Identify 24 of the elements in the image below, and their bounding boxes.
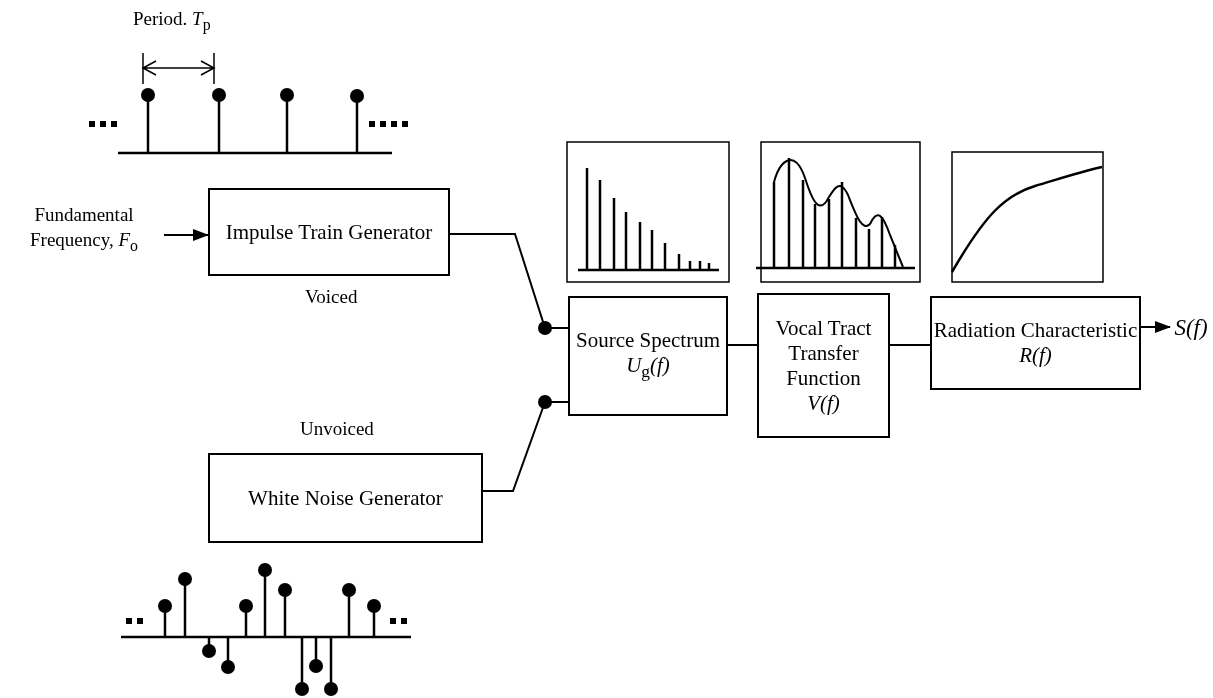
input-label: Fundamental Frequency, F$_{o}$	[29, 203, 139, 256]
arrow	[1140, 321, 1171, 333]
box-label: Source Spectrum	[575, 327, 720, 353]
box-label: Radiation Characteristic	[933, 318, 1138, 343]
connector-line	[889, 344, 931, 346]
mode-label: Unvoiced	[300, 418, 374, 440]
process-box	[208, 453, 483, 543]
box-label: R(f)	[1019, 343, 1052, 368]
box-label: Vocal Tract Transfer Function	[774, 315, 873, 391]
process-box	[757, 293, 890, 438]
box-label: White Noise Generator	[248, 485, 443, 511]
box-label: Impulse Train Generator	[225, 219, 433, 245]
switch-connector	[482, 395, 569, 492]
process-box	[930, 296, 1141, 390]
switch-connector	[449, 233, 569, 335]
output-label: S(f)	[1174, 314, 1208, 340]
connector-line	[727, 344, 758, 346]
period-label: Period. T$_{p}$	[133, 8, 211, 34]
arrow	[163, 229, 209, 241]
process-box	[208, 188, 450, 276]
box-label: V(f)	[807, 390, 840, 416]
box-label: U$_{g}$(f)	[626, 352, 670, 384]
process-box	[568, 296, 728, 416]
mode-label: Voiced	[305, 286, 358, 308]
